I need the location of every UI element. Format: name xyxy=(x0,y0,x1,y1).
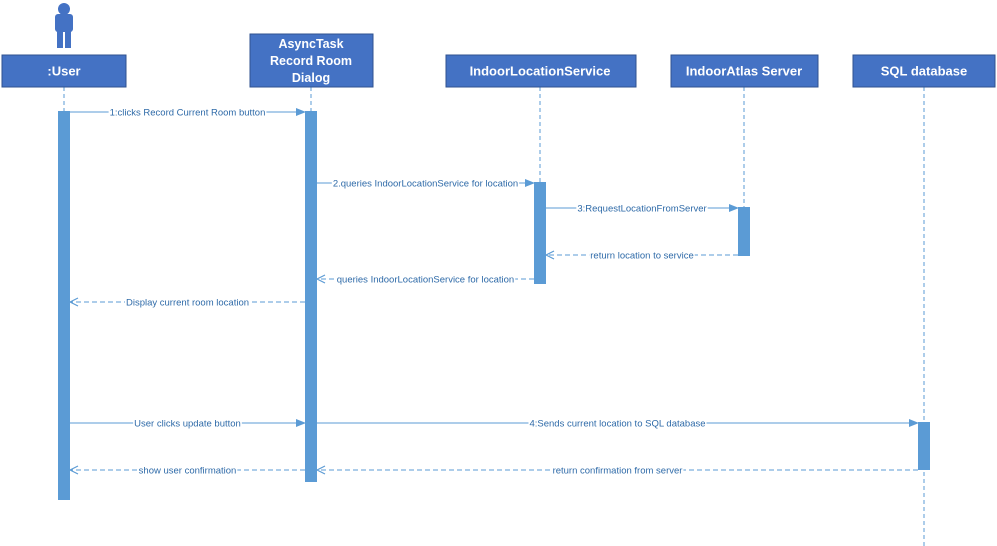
message-label: queries IndoorLocationService for locati… xyxy=(337,275,514,286)
message-label-background xyxy=(551,465,684,477)
message-label-background xyxy=(589,250,695,262)
person-icon xyxy=(55,3,73,48)
lifeline-label-service: IndoorLocationService xyxy=(470,64,611,79)
message-label-background xyxy=(576,203,708,215)
lifeline-header-user xyxy=(1,54,127,88)
message-label-background xyxy=(108,107,267,119)
message-label-background xyxy=(335,274,516,286)
message-label: show user confirmation xyxy=(139,466,237,477)
lifeline-label-db: SQL database xyxy=(881,64,967,79)
message-label-background xyxy=(528,418,707,430)
activation-bar-dialog xyxy=(305,111,317,482)
activation-bar-service xyxy=(534,182,546,284)
message-label: 1:clicks Record Current Room button xyxy=(110,108,266,119)
lifeline-header-dialog xyxy=(249,33,374,88)
lifeline-header-service xyxy=(445,54,637,88)
message-label: return location to service xyxy=(590,251,694,262)
message-label: 2.queries IndoorLocationService for loca… xyxy=(333,179,518,190)
message-label: User clicks update button xyxy=(134,419,241,430)
lifeline-label-user: :User xyxy=(47,64,80,79)
activation-bar-user xyxy=(58,111,70,500)
message-label: return confirmation from server xyxy=(553,466,683,477)
message-label-background xyxy=(133,418,242,430)
lifeline-label-server: IndoorAtlas Server xyxy=(686,64,802,79)
activation-bar-server xyxy=(738,207,750,256)
activation-bar-db xyxy=(918,422,930,470)
message-label: Display current room location xyxy=(126,298,249,309)
message-label: 4:Sends current location to SQL database xyxy=(529,419,705,430)
lifeline-header-server xyxy=(670,54,819,88)
message-label-background xyxy=(124,297,251,309)
message-label-background xyxy=(331,178,520,190)
message-label-background xyxy=(137,465,238,477)
message-label: 3:RequestLocationFromServer xyxy=(577,204,706,215)
lifeline-header-db xyxy=(852,54,996,88)
